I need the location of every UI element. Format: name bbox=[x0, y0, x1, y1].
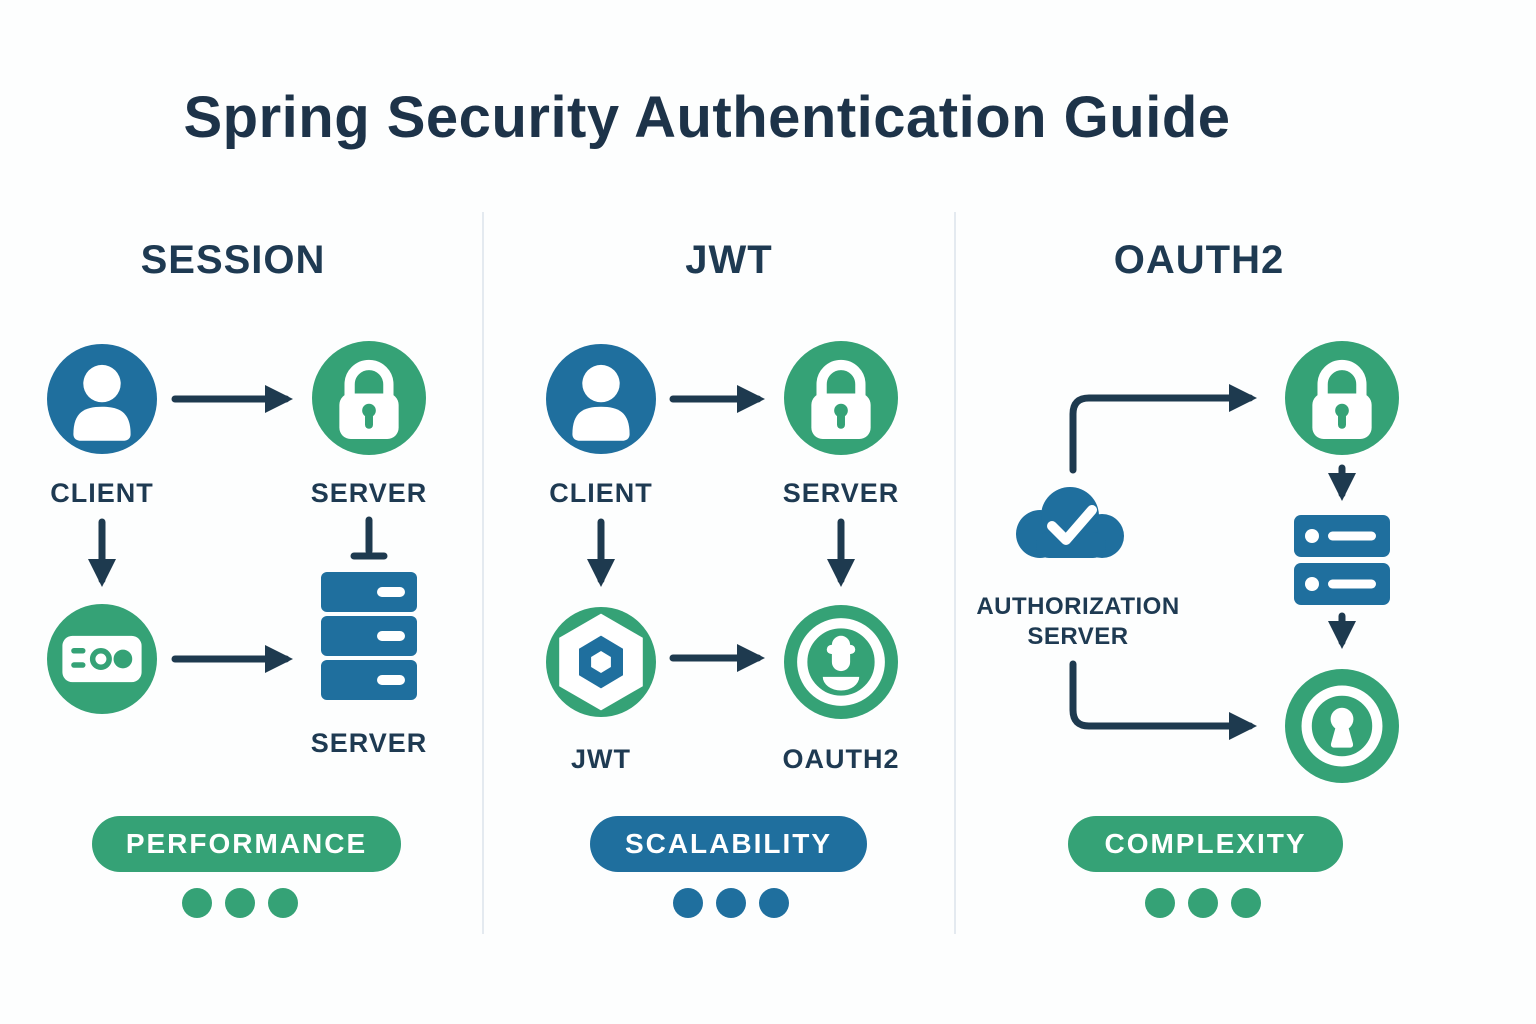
oauth-badge-icon bbox=[797, 618, 885, 706]
session-performance-badge: PERFORMANCE bbox=[92, 816, 401, 872]
jwt-token-node bbox=[546, 607, 656, 717]
jwt-client-label: CLIENT bbox=[549, 478, 653, 508]
keyhole-icon bbox=[1301, 685, 1383, 767]
session-client-node bbox=[47, 344, 157, 454]
session-rating-dot bbox=[182, 888, 212, 918]
user-icon bbox=[73, 364, 131, 441]
oauth-key-node bbox=[1285, 669, 1399, 783]
jwt-hexagon-icon bbox=[559, 613, 643, 711]
jwt-rating-dot bbox=[716, 888, 746, 918]
oauth-rating-dot bbox=[1231, 888, 1261, 918]
jwt-client-node bbox=[546, 344, 656, 454]
oauth2-column-header: OAUTH2 bbox=[1113, 238, 1285, 282]
jwt-server-node bbox=[784, 341, 898, 455]
session-card-icon bbox=[62, 635, 142, 683]
oauth-complexity-badge: COMPLEXITY bbox=[1068, 816, 1343, 872]
padlock-icon bbox=[339, 359, 399, 440]
session-store-label: SERVER bbox=[310, 728, 428, 758]
column-divider-right bbox=[954, 212, 956, 934]
session-client-label: CLIENT bbox=[50, 478, 154, 508]
page-title: Spring Security Authentication Guide bbox=[183, 85, 1231, 150]
session-rating-dot bbox=[225, 888, 255, 918]
user-icon bbox=[572, 364, 630, 441]
session-server-label: SERVER bbox=[310, 478, 428, 508]
padlock-icon bbox=[1312, 359, 1372, 440]
resource-server-icon bbox=[1294, 515, 1390, 605]
oauth-rating-dot bbox=[1145, 888, 1175, 918]
jwt-column-header: JWT bbox=[685, 238, 773, 282]
server-stack-icon bbox=[321, 572, 417, 700]
arrow-oauth-authserver-to-lock bbox=[1069, 384, 1257, 474]
jwt-oauth-label: OAUTH2 bbox=[782, 744, 900, 774]
oauth-authserver-label: AUTHORIZATION SERVER bbox=[928, 592, 1228, 652]
oauth-lock-node bbox=[1285, 341, 1399, 455]
jwt-rating-dot bbox=[759, 888, 789, 918]
session-column-header: SESSION bbox=[140, 238, 326, 282]
oauth-authserver-label-line2: SERVER bbox=[1027, 623, 1129, 650]
jwt-oauth-node bbox=[784, 605, 898, 719]
session-server-node bbox=[312, 341, 426, 455]
jwt-rating-dot bbox=[673, 888, 703, 918]
session-card-node bbox=[47, 604, 157, 714]
jwt-token-label: JWT bbox=[571, 744, 631, 774]
cloud-check-icon bbox=[1016, 487, 1124, 558]
jwt-server-label: SERVER bbox=[782, 478, 900, 508]
column-divider-left bbox=[482, 212, 484, 934]
oauth-authserver-label-line1: AUTHORIZATION bbox=[976, 593, 1180, 620]
jwt-scalability-badge: SCALABILITY bbox=[590, 816, 867, 872]
oauth-rating-dot bbox=[1188, 888, 1218, 918]
padlock-icon bbox=[811, 359, 871, 440]
arrow-oauth-authserver-to-key bbox=[1069, 660, 1257, 740]
session-rating-dot bbox=[268, 888, 298, 918]
